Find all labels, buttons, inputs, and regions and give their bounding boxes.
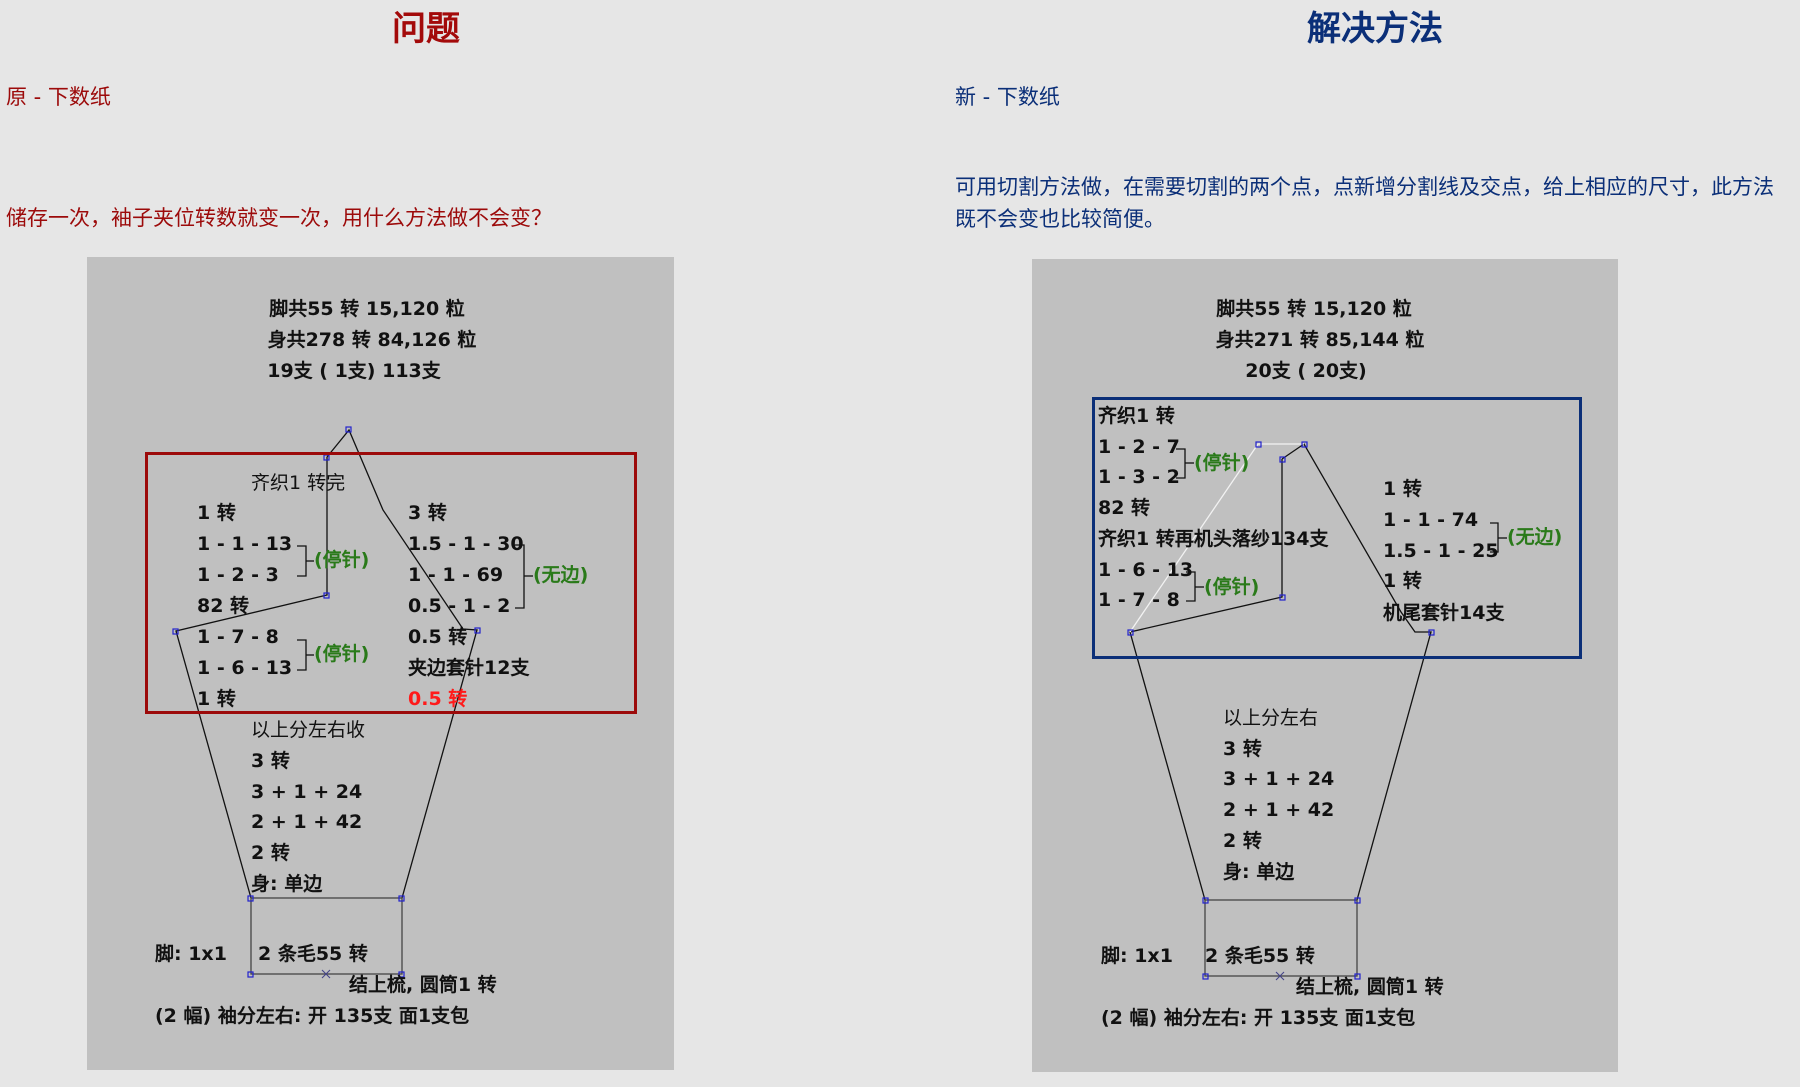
solution-right-row: 机尾套针14支 [1383,602,1505,624]
problem-left-row: 1 转 [197,688,236,710]
problem-finish-note: 结上梳, 圆筒1 转 [349,974,497,996]
problem-right-row: 3 转 [408,502,447,524]
problem-left-row: 1 - 7 - 8 [197,626,279,648]
problem-highlight-box [145,452,637,714]
problem-left-row: 1 - 1 - 13 [197,533,293,555]
problem-summary-foot: 脚共55 转 15,120 粒 [269,298,465,320]
problem-right-row: 1.5 - 1 - 30 [408,533,524,555]
solution-sleeve-note: (2 幅) 袖分左右: 开 135支 面1支包 [1101,1007,1416,1029]
solution-subtitle: 新 - 下数纸 [955,85,1060,109]
solution-stop-needle-label: (停针) [1194,452,1250,474]
problem-right-row: 0.5 转 [408,626,468,648]
solution-body-line: 3 转 [1223,738,1262,760]
problem-left-row: 1 - 6 - 13 [197,657,293,679]
problem-body-line: 3 转 [251,750,290,772]
problem-left-row: 1 - 2 - 3 [197,564,279,586]
problem-summary-body: 身共278 转 84,126 粒 [267,329,477,351]
solution-left-row: 1 - 6 - 13 [1098,559,1194,581]
problem-right-row: 0.5 - 1 - 2 [408,595,511,617]
problem-stop-needle-label: (停针) [314,549,370,571]
problem-left-row: 82 转 [197,595,250,617]
problem-foot-rows: 2 条毛55 转 [258,943,368,965]
problem-question: 储存一次，袖子夹位转数就变一次，用什么方法做不会变？ [6,206,552,230]
problem-no-edge-label: (无边) [533,564,589,586]
solution-title: 解决方法 [1307,9,1443,49]
solution-right-row: 1 转 [1383,478,1422,500]
problem-subtitle: 原 - 下数纸 [6,85,111,109]
solution-foot-rows: 2 条毛55 转 [1205,945,1315,967]
solution-left-row: 齐织1 转再机头落纱134支 [1098,528,1329,550]
problem-body-line: 2 + 1 + 42 [251,811,363,833]
solution-no-edge-label: (无边) [1507,526,1563,548]
solution-body-line: 2 + 1 + 42 [1223,799,1335,821]
problem-body-line: 以上分左右收 [251,719,366,741]
problem-box-header: 齐织1 转完 [251,472,346,494]
solution-summary-needles: 20支 ( 20支) [1245,360,1367,382]
solution-left-row: 82 转 [1098,497,1151,519]
solution-finish-note: 结上梳, 圆筒1 转 [1296,976,1444,998]
solution-left-row: 齐织1 转 [1098,405,1175,427]
solution-highlight-box [1092,397,1582,659]
problem-right-row: 夹边套针12支 [408,657,530,679]
problem-right-row: 1 - 1 - 69 [408,564,504,586]
problem-left-row: 1 转 [197,502,236,524]
solution-foot-label: 脚: 1x1 [1101,945,1173,967]
solution-right-row: 1 转 [1383,570,1422,592]
solution-summary-foot: 脚共55 转 15,120 粒 [1216,298,1412,320]
problem-body-line: 2 转 [251,842,290,864]
problem-summary-needles: 19支 ( 1支) 113支 [267,360,441,382]
problem-body-line: 3 + 1 + 24 [251,781,363,803]
solution-description: 可用切割方法做，在需要切割的两个点，点新增分割线及交点，给上相应的尺寸，此方法既… [955,175,1774,231]
solution-left-row: 1 - 7 - 8 [1098,589,1180,611]
solution-left-row: 1 - 3 - 2 [1098,466,1180,488]
solution-stop-needle-label: (停针) [1204,576,1260,598]
solution-left-row: 1 - 2 - 7 [1098,436,1180,458]
problem-sleeve-note: (2 幅) 袖分左右: 开 135支 面1支包 [155,1005,470,1027]
problem-highlight-row: 0.5 转 [408,688,468,710]
solution-body-line: 身: 单边 [1223,861,1295,883]
problem-stop-needle-label: (停针) [314,643,370,665]
solution-summary-body: 身共271 转 85,144 粒 [1215,329,1425,351]
problem-title: 问题 [392,9,460,49]
solution-right-row: 1 - 1 - 74 [1383,509,1479,531]
solution-body-line: 2 转 [1223,830,1262,852]
solution-body-line: 以上分左右 [1223,707,1319,729]
solution-body-line: 3 + 1 + 24 [1223,768,1335,790]
problem-foot-label: 脚: 1x1 [155,943,227,965]
solution-right-row: 1.5 - 1 - 25 [1383,540,1499,562]
problem-body-line: 身: 单边 [251,873,323,895]
